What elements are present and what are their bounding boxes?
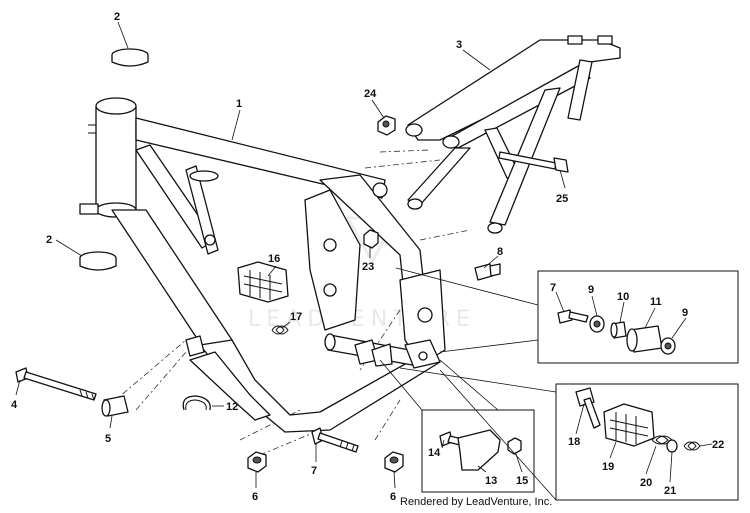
callout-2-top: 2 [114,11,120,23]
callout-9-left: 9 [588,284,594,296]
main-frame [79,97,446,433]
callout-22: 22 [712,439,724,451]
callout-7-lower: 7 [311,465,317,477]
callout-4: 4 [11,399,18,411]
render-credit: Rendered by LeadVenture, Inc. [400,496,553,508]
callout-16: 16 [268,253,280,265]
callout-7-inset: 7 [550,282,556,294]
nut-23 [363,229,379,249]
clamp-12 [182,395,211,411]
callout-8: 8 [497,246,503,258]
callout-3: 3 [456,39,462,51]
callout-14: 14 [428,447,441,459]
callout-23: 23 [362,261,374,273]
nut-6-left [247,451,267,473]
subframe [405,35,621,234]
callout-9-right: 9 [682,307,688,319]
callout-6-right: 6 [390,491,396,503]
head-bearing-lower [79,251,117,271]
callout-20: 20 [640,477,652,489]
footpeg-16 [237,261,289,303]
callout-21: 21 [664,485,676,497]
bolt-25 [498,151,569,173]
callout-24: 24 [364,88,377,100]
callout-13: 13 [485,475,497,487]
callout-6-left: 6 [252,491,258,503]
callout-2-bottom: 2 [46,234,52,246]
bolt-8 [474,263,501,281]
head-bearing-upper [111,48,149,67]
callout-labels: 2 1 2 3 4 5 6 6 7 7 8 9 9 10 11 12 13 14… [11,11,724,503]
nut-24 [377,115,396,136]
callout-19: 19 [602,461,614,473]
callout-5: 5 [105,433,111,445]
callout-25: 25 [556,193,568,205]
inset-box-mount [395,267,739,364]
callout-12: 12 [226,401,238,413]
inset-box-footpeg [399,367,739,501]
leader-lines [15,21,713,489]
callout-1: 1 [236,98,242,110]
callout-18: 18 [568,436,580,448]
callout-15: 15 [516,475,528,487]
long-bolt-4 [15,367,97,401]
nut-6-right [384,451,404,473]
inset-box-bracket [379,359,535,493]
callout-17: 17 [290,311,302,323]
spring-17 [271,325,289,335]
callout-11: 11 [650,296,662,308]
callout-10: 10 [617,291,629,303]
bolt-7-lower [311,427,359,453]
spacer-5 [101,395,129,417]
